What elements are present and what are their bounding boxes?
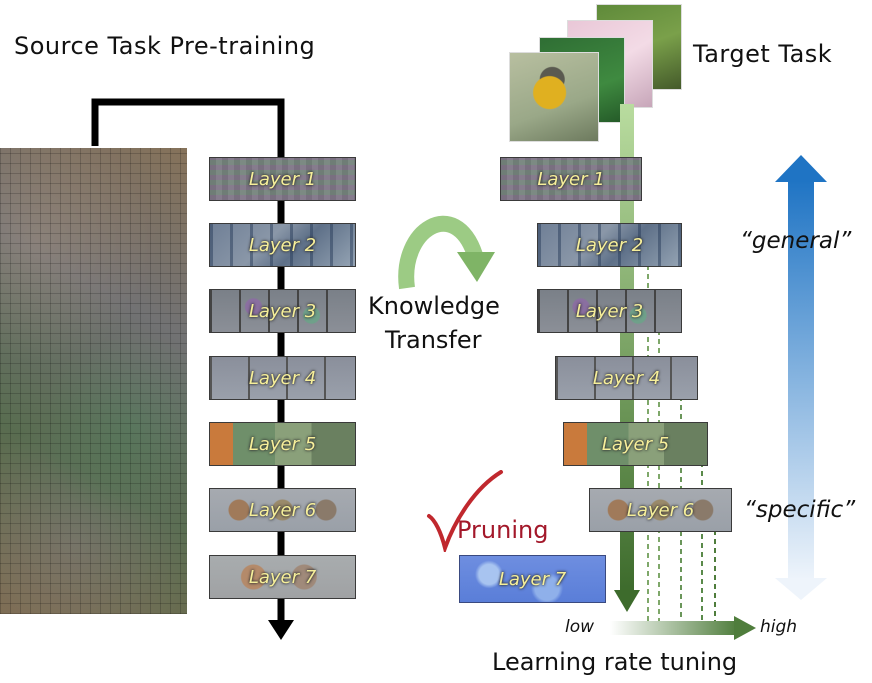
general-label: “general”	[740, 228, 852, 254]
source-task-title: Source Task Pre-training	[14, 32, 316, 60]
source-layer-5: Layer 5	[209, 422, 356, 466]
learning-rate-caption: Learning rate tuning	[492, 648, 738, 676]
target-layer-1: Layer 1	[500, 157, 642, 201]
source-layer-1: Layer 1	[209, 157, 356, 201]
source-layer-4: Layer 4	[209, 356, 356, 400]
specific-label: “specific”	[744, 497, 856, 523]
target-layer-2: Layer 2	[537, 223, 682, 267]
knowledge-transfer-line1: Knowledge	[368, 292, 500, 320]
target-task-title: Target Task	[693, 40, 833, 68]
target-photo-1	[509, 52, 599, 142]
target-layer-7-pruned: Layer 7	[459, 555, 606, 603]
learning-rate-high-label: high	[760, 617, 798, 637]
source-layer-3: Layer 3	[209, 289, 356, 333]
target-layer-5: Layer 5	[563, 422, 708, 466]
pruning-label: Pruning	[457, 516, 549, 544]
source-layer-6: Layer 6	[209, 488, 356, 532]
source-layer-2: Layer 2	[209, 223, 356, 267]
target-layer-6: Layer 6	[589, 488, 732, 532]
source-image-mosaic	[0, 148, 187, 614]
knowledge-transfer-line2: Transfer	[385, 326, 482, 354]
check-mark-icon	[427, 470, 503, 552]
source-layer-7: Layer 7	[209, 555, 356, 599]
target-layer-4: Layer 4	[555, 356, 698, 400]
knowledge-transfer-arrow	[398, 215, 495, 290]
target-layer-3: Layer 3	[537, 289, 682, 333]
learning-rate-low-label: low	[565, 617, 595, 637]
